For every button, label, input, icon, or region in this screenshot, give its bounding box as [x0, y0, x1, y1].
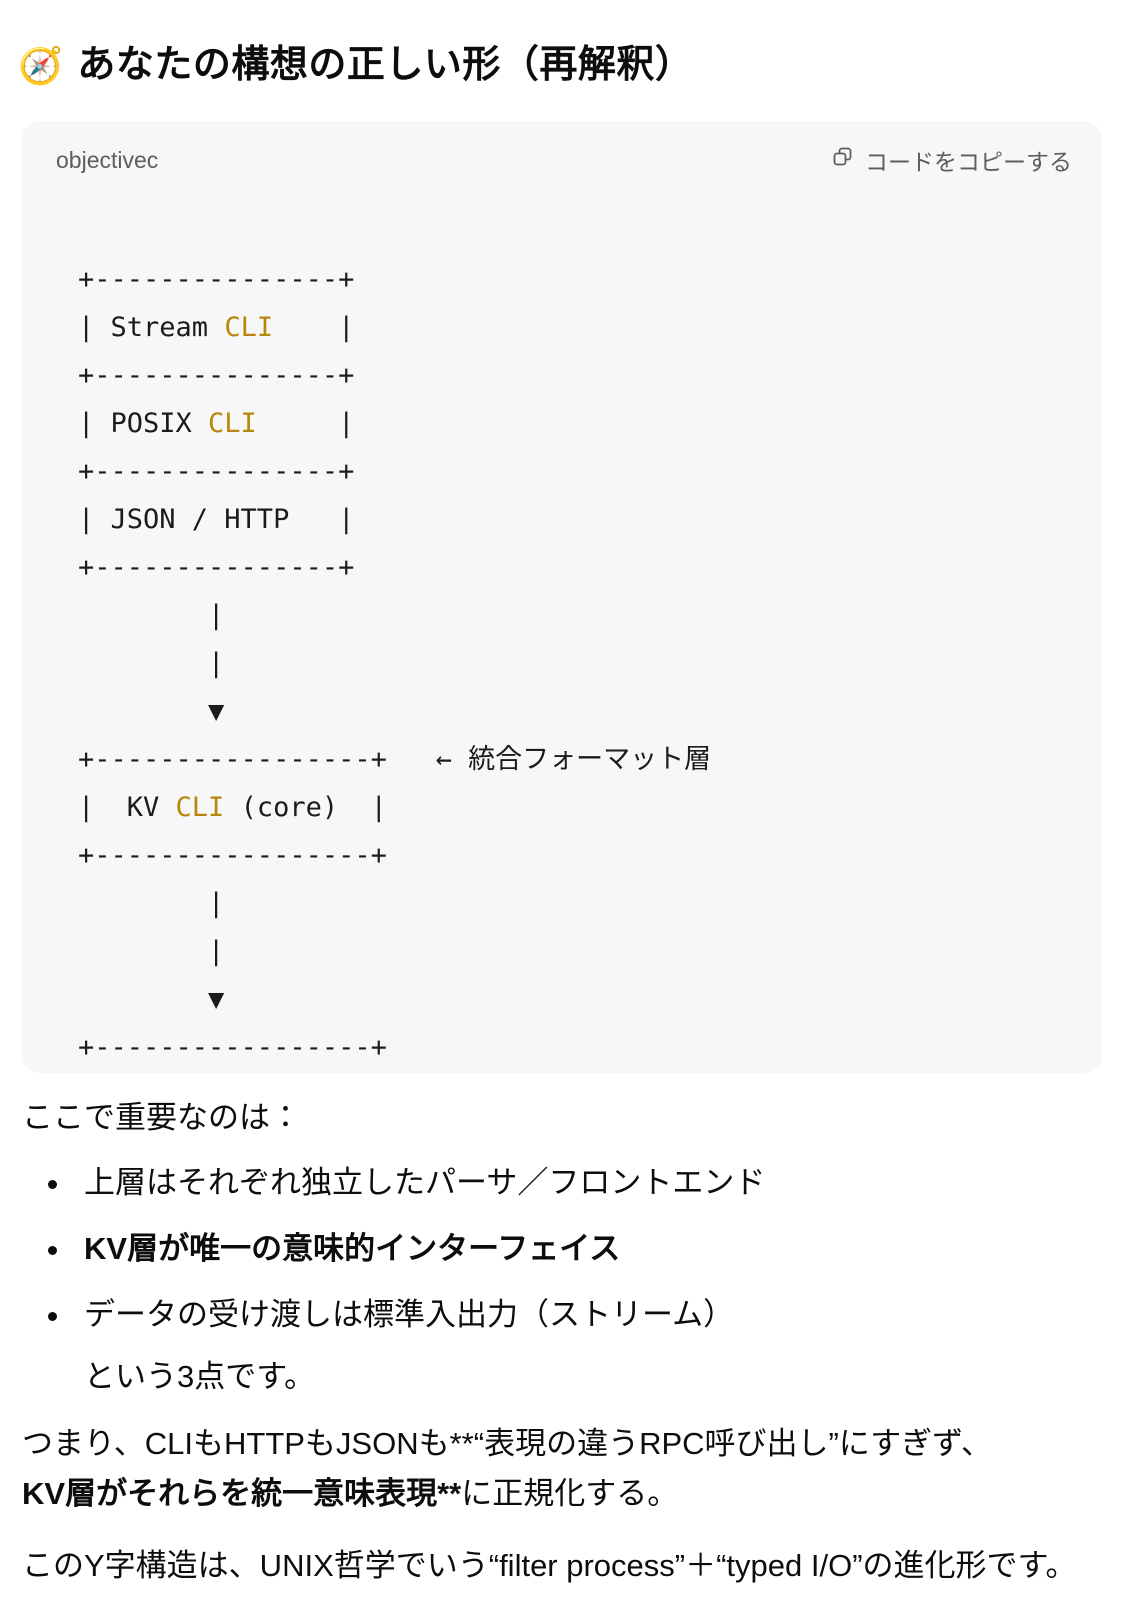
- code-block-header: objectivec コードをコピーする: [22, 121, 1102, 177]
- list-item: KV層が唯一の意味的インターフェイス: [22, 1224, 1106, 1274]
- keyword-cli-kv: CLI: [175, 792, 225, 824]
- list-item-tail: という3点です。: [22, 1352, 1106, 1402]
- list-item: データの受け渡しは標準入出力（ストリーム）: [22, 1290, 1106, 1340]
- copy-code-label: コードをコピーする: [865, 149, 1072, 176]
- prose-section: ここで重要なのは： 上層はそれぞれ独立したパーサ／フロントエンド KV層が唯一の…: [22, 1093, 1106, 1613]
- prose-paragraph-3: このY字構造は、UNIX哲学でいう“filter process”＋“typed…: [22, 1547, 1077, 1583]
- list-item-tail-label: という3点です。: [84, 1359, 316, 1395]
- list-item-label: KV層が唯一の意味的インターフェイス: [84, 1230, 621, 1266]
- copy-icon: [831, 145, 855, 175]
- code-block: objectivec コードをコピーする +---------------+ |…: [22, 121, 1102, 1074]
- diagram-annotation-format-layer: ← 統合フォーマット層: [435, 744, 712, 776]
- copy-code-button[interactable]: コードをコピーする: [831, 143, 1072, 177]
- list-item: 上層はそれぞれ独立したパーサ／フロントエンド: [22, 1158, 1106, 1208]
- ascii-diagram: +---------------+ | Stream CLI | +------…: [22, 204, 1102, 1073]
- diagram-connector-top: | | ▼: [208, 600, 225, 728]
- page-title-text: あなたの構想の正しい形（再解釈）: [77, 44, 694, 87]
- prose-paragraph-2: つまり、CLIもHTTPもJSONも**“表現の違うRPC呼び出し”にすぎず、 …: [22, 1419, 1106, 1519]
- diagram-box-engine: +-----------------+ | 実行層（Engine）| +----…: [78, 1032, 387, 1064]
- diagram-box-stream-cli: +---------------+ | Stream CLI | +------…: [78, 264, 355, 392]
- keyword-cli-stream: CLI: [224, 312, 274, 344]
- code-language-label: objectivec: [56, 146, 159, 173]
- prose-p2-part3: に正規化する。: [461, 1475, 679, 1511]
- prose-p2-part1: つまり、CLIもHTTPもJSONも**“表現の違うRPC呼び出し”にすぎず、: [22, 1425, 992, 1461]
- list-item-label: 上層はそれぞれ独立したパーサ／フロントエンド: [84, 1164, 766, 1200]
- list-item-label: データの受け渡しは標準入出力（ストリーム）: [84, 1297, 735, 1333]
- key-points-list: 上層はそれぞれ独立したパーサ／フロントエンド KV層が唯一の意味的インターフェイ…: [22, 1158, 1106, 1403]
- diagram-connector-bottom: | | ▼: [208, 888, 225, 1016]
- prose-intro: ここで重要なのは：: [22, 1100, 301, 1136]
- diagram-box-posix-cli: | POSIX CLI | +---------------+: [78, 408, 355, 488]
- compass-icon: 🧭: [18, 45, 64, 87]
- diagram-box-json-http: | JSON / HTTP | +---------------+: [78, 504, 355, 584]
- keyword-cli-posix: CLI: [208, 408, 257, 440]
- page-title: 🧭 あなたの構想の正しい形（再解釈）: [0, 25, 1124, 89]
- diagram-box-kv-cli-core: +-----------------+ ← 統合フォーマット層 | KV CLI…: [78, 744, 712, 872]
- prose-p2-bold: KV層がそれらを統一意味表現**: [22, 1475, 462, 1511]
